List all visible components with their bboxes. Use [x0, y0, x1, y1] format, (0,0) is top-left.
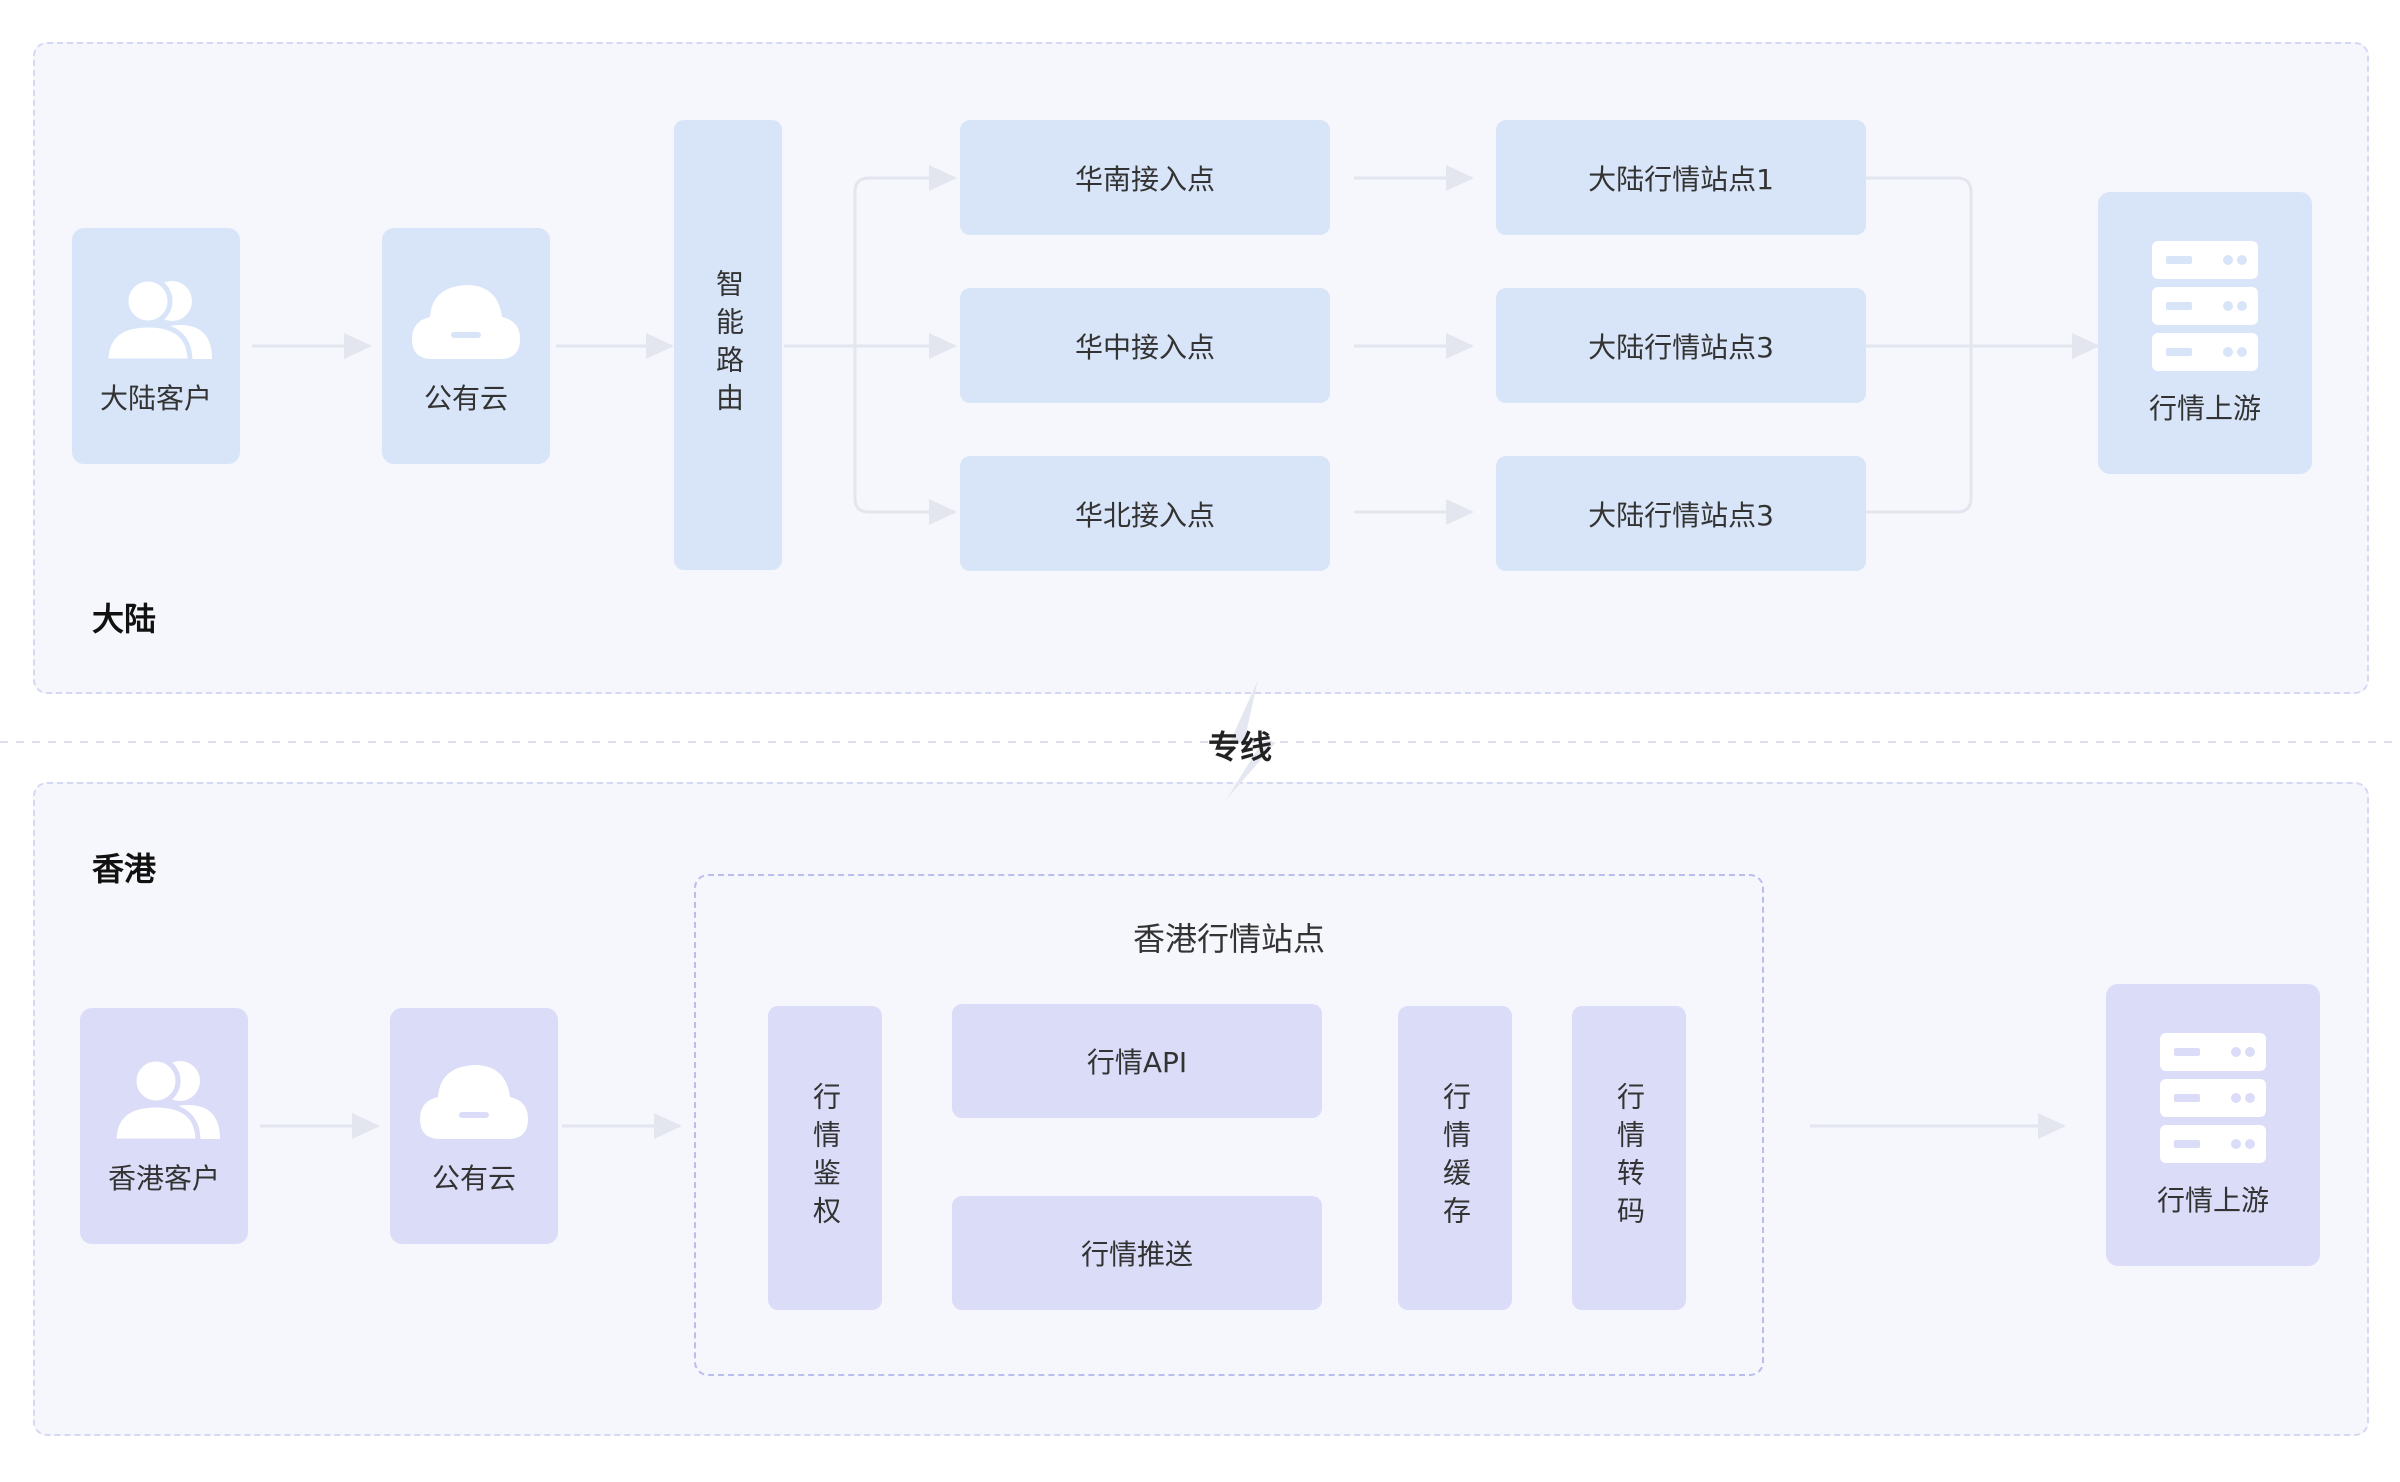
mainland-station-3: 大陆行情站点3 — [1496, 456, 1866, 571]
access-point-north: 华北接入点 — [960, 456, 1330, 571]
dedicated-line-label: 专线 — [1208, 728, 1273, 766]
mainland-region-label: 大陆 — [92, 600, 157, 638]
mainland-station-2: 大陆行情站点3 — [1496, 288, 1866, 403]
access-point-south: 华南接入点 — [960, 120, 1330, 235]
api-module: 行情API — [952, 1004, 1322, 1118]
cloud-icon — [412, 285, 520, 359]
mainland-cloud-card: 公有云 — [382, 228, 550, 464]
push-module: 行情推送 — [952, 1196, 1322, 1310]
hongkong-cloud-label: 公有云 — [431, 1162, 516, 1195]
smart-router: 智能路由 — [674, 120, 782, 570]
hongkong-station-title: 香港行情站点 — [1132, 920, 1325, 958]
cache-module: 行情缓存 — [1398, 1006, 1512, 1310]
mainland-cloud-label: 公有云 — [423, 382, 508, 415]
hongkong-cloud-card: 公有云 — [390, 1008, 558, 1244]
arrow-router-to-south — [853, 165, 957, 346]
mainland-upstream-label: 行情上游 — [2148, 392, 2261, 425]
hongkong-region-label: 香港 — [92, 850, 157, 888]
merge-from-station-bottom — [1866, 346, 1973, 514]
hongkong-client-label: 香港客户 — [107, 1162, 220, 1195]
users-icon — [103, 276, 212, 364]
server-icon — [2152, 241, 2258, 371]
auth-module-label: 行情鉴权 — [809, 1082, 842, 1234]
mainland-client-card: 大陆客户 — [72, 228, 240, 464]
merge-from-station-top — [1866, 176, 1973, 346]
mainland-upstream-card: 行情上游 — [2098, 192, 2312, 474]
users-icon — [111, 1056, 220, 1144]
hongkong-upstream-card: 行情上游 — [2106, 984, 2320, 1266]
transcode-module-label: 行情转码 — [1613, 1082, 1646, 1234]
cache-module-label: 行情缓存 — [1439, 1082, 1472, 1234]
cloud-icon — [420, 1065, 528, 1139]
auth-module: 行情鉴权 — [768, 1006, 882, 1310]
access-point-central: 华中接入点 — [960, 288, 1330, 403]
arrow-router-to-north — [853, 346, 957, 525]
server-icon — [2160, 1033, 2266, 1163]
transcode-module: 行情转码 — [1572, 1006, 1686, 1310]
lightning-icon — [1226, 680, 1276, 800]
hongkong-station-group — [694, 874, 1764, 1376]
hongkong-client-card: 香港客户 — [80, 1008, 248, 1244]
smart-router-label: 智能路由 — [712, 269, 745, 421]
mainland-station-1: 大陆行情站点1 — [1496, 120, 1866, 235]
mainland-client-label: 大陆客户 — [99, 382, 212, 415]
hongkong-upstream-label: 行情上游 — [2156, 1184, 2269, 1217]
